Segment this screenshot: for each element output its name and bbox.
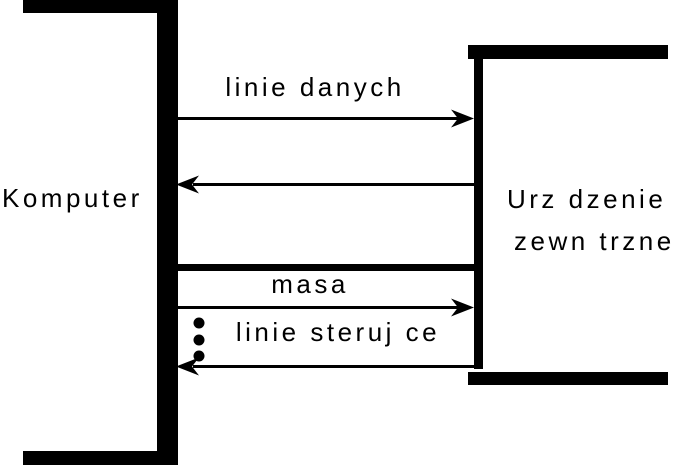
komputer-node-label: Komputer bbox=[2, 183, 143, 213]
control-lines-arrow bbox=[176, 357, 474, 376]
device-bracket-stem bbox=[474, 57, 483, 369]
data-return-arrow bbox=[176, 175, 474, 194]
ellipsis-dots bbox=[193, 317, 205, 362]
device-bracket-bottom-arm bbox=[468, 372, 668, 385]
komputer-bracket-bottom-arm bbox=[23, 451, 178, 465]
device-node-label-line2: zewn trzne bbox=[514, 226, 675, 256]
data-lines-arrow bbox=[178, 109, 474, 128]
komputer-bracket-stem bbox=[157, 0, 178, 465]
control-lines-label: linie steruj ce bbox=[235, 317, 441, 347]
komputer-bracket-top-arm bbox=[23, 0, 178, 13]
ground-arrow bbox=[178, 298, 474, 317]
device-bracket-top-arm bbox=[468, 45, 668, 59]
ground-label: masa bbox=[271, 269, 349, 299]
device-node-label-line1: Urz dzenie bbox=[507, 184, 667, 214]
data-lines-label: linie danych bbox=[225, 72, 405, 102]
